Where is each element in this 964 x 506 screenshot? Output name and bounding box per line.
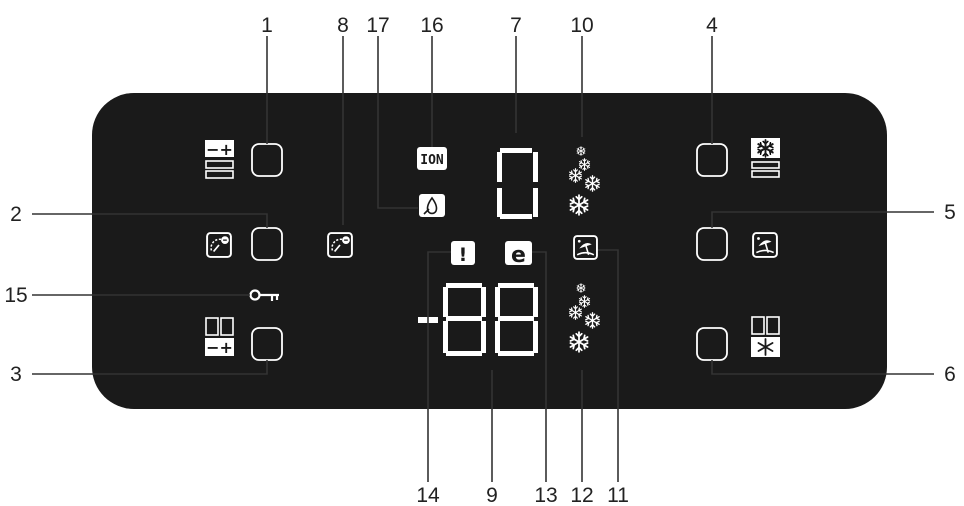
- callout-1: 1: [261, 14, 273, 37]
- callout-15: 15: [4, 284, 27, 307]
- freezer-temp-adjust-icon: −+: [205, 317, 234, 357]
- callout-10: 10: [570, 14, 593, 37]
- leader-lines: [32, 36, 934, 482]
- svg-text:!: !: [459, 244, 468, 266]
- callout-2: 2: [10, 203, 22, 226]
- callout-3: 3: [10, 363, 22, 386]
- freezer-super-freeze-icon: [751, 316, 780, 357]
- svg-text:ION: ION: [420, 153, 444, 168]
- callout-16: 16: [420, 14, 443, 37]
- svg-text:−+: −+: [206, 140, 233, 159]
- fridge-temp-adjust-icon: −+: [205, 140, 234, 179]
- super-freeze-icon: [751, 138, 780, 178]
- callout-4: 4: [706, 14, 718, 37]
- water-filter-icon: [419, 194, 445, 217]
- callout-14: 14: [416, 484, 440, 506]
- freezer-temp-display: [418, 283, 538, 356]
- callout-6: 6: [944, 363, 956, 386]
- key-lock-icon: [249, 289, 279, 301]
- callout-8: 8: [337, 14, 349, 37]
- alarm-indicator: !: [451, 241, 475, 266]
- callout-9: 9: [486, 484, 498, 506]
- ion-indicator: ION: [417, 147, 447, 170]
- panel-background: [92, 93, 887, 409]
- eco-indicator: e: [505, 241, 532, 268]
- callout-17: 17: [366, 14, 389, 37]
- callout-13: 13: [534, 484, 557, 506]
- fridge-temp-display: [497, 148, 538, 219]
- svg-text:e: e: [511, 243, 526, 268]
- callout-7: 7: [510, 14, 522, 37]
- svg-text:−+: −+: [206, 338, 233, 357]
- callout-5: 5: [944, 201, 956, 224]
- callout-12: 12: [570, 484, 593, 506]
- callout-11: 11: [607, 484, 629, 506]
